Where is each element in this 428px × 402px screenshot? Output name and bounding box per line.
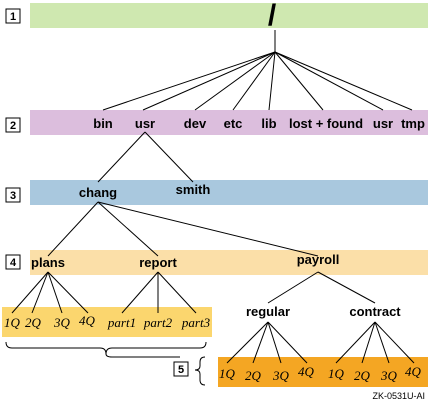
file-plans-1q: 1Q: [4, 315, 21, 330]
tree-edges: [11, 30, 415, 364]
file-report-part2: part2: [143, 315, 173, 330]
dir-chang: chang: [79, 185, 117, 200]
level-5-left-bracket: [5, 341, 207, 355]
level-3-marker: 3: [10, 190, 16, 202]
dir-smith: smith: [176, 182, 211, 197]
file-contract-1q: 1Q: [328, 366, 345, 381]
dir-regular: regular: [246, 304, 290, 319]
level-2-band: [30, 110, 428, 135]
file-regular-3q: 3Q: [272, 368, 290, 383]
level-2-marker: 2: [10, 120, 16, 132]
level-4-band: [30, 250, 428, 275]
dir-usr-2: usr: [373, 116, 393, 131]
file-regular-2q: 2Q: [245, 368, 262, 383]
file-contract-2q: 2Q: [354, 368, 371, 383]
file-regular-1q: 1Q: [219, 366, 236, 381]
dir-contract: contract: [349, 304, 401, 319]
file-plans-2q: 2Q: [25, 315, 42, 330]
dir-report: report: [139, 255, 177, 270]
dir-dev: dev: [184, 116, 207, 131]
dir-etc: etc: [224, 116, 243, 131]
level-5-marker: 5: [178, 364, 184, 376]
file-contract-3q: 3Q: [380, 368, 398, 383]
dir-lib: lib: [261, 116, 276, 131]
level-5-band-left: [2, 307, 212, 337]
dir-lost-found: lost + found: [289, 116, 363, 131]
file-plans-3q: 3Q: [53, 315, 71, 330]
level-5-connector: [105, 353, 180, 358]
level-5-right-bracket: [194, 356, 206, 386]
dir-bin: bin: [93, 116, 113, 131]
level-1-band: [30, 3, 428, 28]
file-regular-4q: 4Q: [298, 364, 315, 379]
file-contract-4q: 4Q: [405, 364, 422, 379]
file-report-part1: part1: [107, 315, 136, 330]
level-4-marker: 4: [10, 257, 17, 269]
dir-plans: plans: [31, 255, 65, 270]
figure-reference: ZK-0531U-AI: [372, 391, 425, 401]
file-plans-4q: 4Q: [79, 313, 96, 328]
file-report-part3: part3: [181, 315, 211, 330]
dir-usr: usr: [135, 116, 155, 131]
dir-tmp: tmp: [401, 116, 425, 131]
level-1-marker: 1: [10, 11, 16, 23]
level-3-band: [30, 180, 428, 205]
level-markers: 1 2 3 4 5: [5, 8, 189, 377]
root-directory: /: [268, 0, 277, 32]
dir-payroll: payroll: [297, 252, 340, 267]
